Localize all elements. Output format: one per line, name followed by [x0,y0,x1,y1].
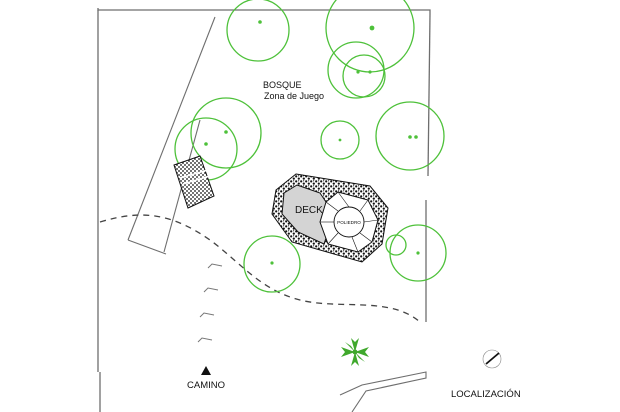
deck-platform [281,184,335,245]
tree-canopy [226,0,290,62]
compass-icon [482,349,502,369]
deck-label: DECK [295,205,323,216]
area-label-line1: BOSQUE [263,80,302,90]
hatched-platform [173,155,215,209]
poliedro-label: POLIEDRO [337,220,361,225]
hatched-platform-bands [179,169,211,185]
lower-building-outline [339,371,427,412]
tree-canopy [190,97,262,169]
tree-canopies [174,0,447,293]
tree-canopy [385,234,407,256]
tree-canopy [325,0,415,73]
diagonal-boundary [127,16,216,255]
poliedro-facets [320,191,379,253]
leaf-plant-icon [341,338,369,366]
tree-canopy [342,54,386,98]
camino-label: CAMINO [187,380,225,391]
camino-marker-icon [201,366,211,375]
tree-canopy [320,120,360,160]
tree-canopy [243,235,301,293]
locator-label: LOCALIZACIÓN [451,389,521,400]
stepping-stones [197,263,223,343]
tree-trunks [204,20,420,265]
area-label-line2: Zona de Juego [264,91,324,101]
site-boundary [97,8,431,412]
dashed-trail [99,214,421,323]
tree-canopy [375,101,445,171]
